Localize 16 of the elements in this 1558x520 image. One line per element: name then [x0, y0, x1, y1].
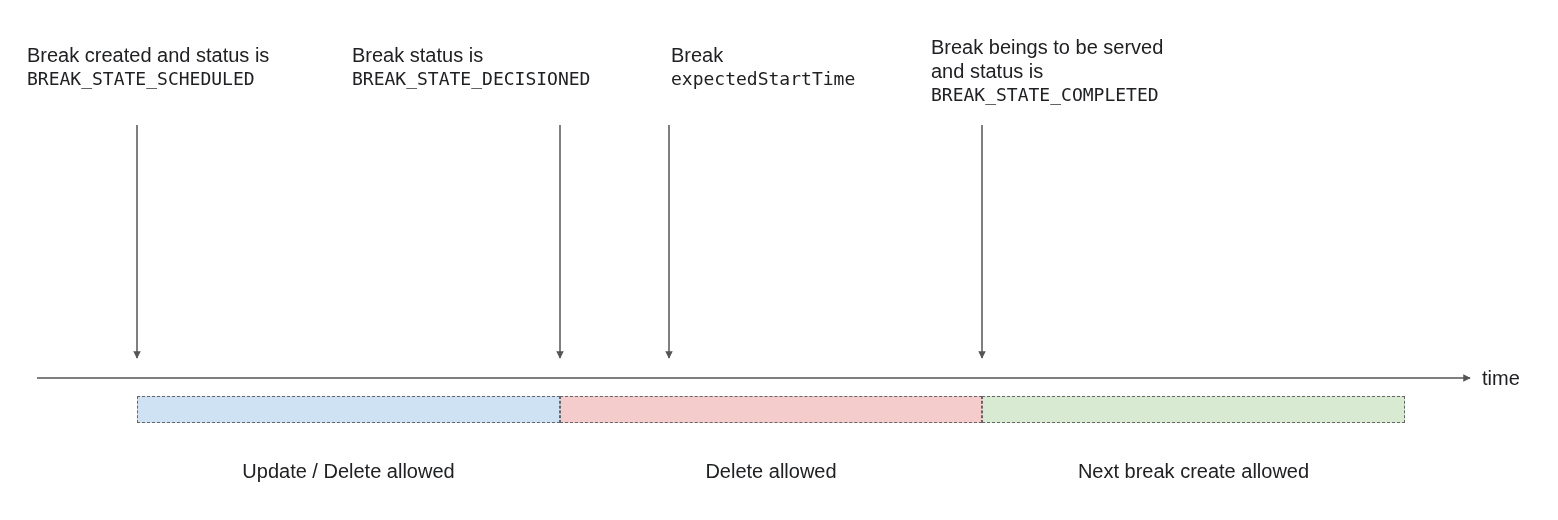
status-code: BREAK_STATE_COMPLETED — [931, 83, 1159, 107]
period-label: Next break create allowed — [1077, 459, 1310, 483]
period-label: Update / Delete allowed — [242, 459, 455, 483]
event-label: Break created and status is — [27, 43, 270, 67]
status-code: BREAK_STATE_DECISIONED — [352, 67, 591, 91]
event-label: Break — [671, 43, 724, 67]
status-code: BREAK_STATE_SCHEDULED — [27, 67, 255, 91]
period-label: Delete allowed — [705, 459, 837, 483]
event-label: Break beings to be served and status is — [931, 35, 1165, 83]
arrow — [665, 124, 673, 359]
arrow — [133, 124, 141, 359]
axis-label: time — [1482, 366, 1520, 390]
arrow — [556, 124, 564, 359]
arrow — [978, 124, 986, 359]
status-code: expectedStartTime — [671, 67, 856, 91]
event-label: Break status is — [352, 43, 484, 67]
